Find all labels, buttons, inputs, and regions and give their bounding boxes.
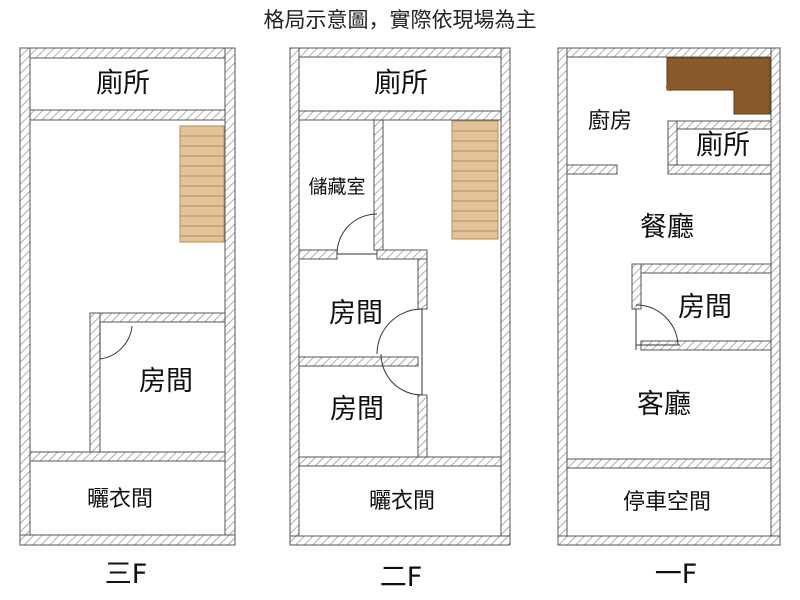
floor-1-bedroom-label: 房間 xyxy=(678,292,732,323)
floor-2-plan: 儲藏室 廁所 房間 房間 曬衣間 二F xyxy=(289,47,511,593)
floor-1-kitchen-label: 廚房 xyxy=(588,109,632,134)
floor-3-label: 三F xyxy=(105,559,148,590)
floor-3-bedroom-label: 房間 xyxy=(139,366,193,397)
floor-1-plan: 廚房 廁所 餐廳 房間 客廳 停車空間 一F xyxy=(557,47,781,590)
floor-2-label: 二F xyxy=(380,562,423,593)
floor-1-toilet-label: 廁所 xyxy=(696,130,750,161)
floor-1-door xyxy=(635,304,680,350)
floor-1-walls xyxy=(557,47,781,546)
floor-3-walls xyxy=(19,47,236,546)
floor-2-bedroom-b-label: 房間 xyxy=(330,394,384,425)
floor-3-toilet-label: 廁所 xyxy=(96,68,150,99)
floor-2-doors xyxy=(336,213,423,396)
floor-3-plan: 廁所 房間 曬衣間 三F xyxy=(19,47,236,590)
floor-3-staircase xyxy=(179,125,225,243)
floor-1-kitchen-counter xyxy=(666,57,771,115)
floor-2-laundry-label: 曬衣間 xyxy=(369,489,435,514)
diagram-title: 格局示意圖，實際依現場為主 xyxy=(264,8,537,32)
floor-2-toilet-label: 廁所 xyxy=(374,68,428,99)
floor-3-laundry-label: 曬衣間 xyxy=(87,487,153,512)
floor-3-door xyxy=(99,322,133,360)
floor-1-dining-label: 餐廳 xyxy=(640,212,694,243)
floor-1-parking-label: 停車空間 xyxy=(623,490,711,515)
floor-2-storage-label: 儲藏室 xyxy=(308,176,365,198)
floor-2-bedroom-a-label: 房間 xyxy=(329,298,383,329)
floor-2-staircase xyxy=(451,120,499,240)
floor-1-living-label: 客廳 xyxy=(637,389,691,420)
floor-1-label: 一F xyxy=(655,559,698,590)
